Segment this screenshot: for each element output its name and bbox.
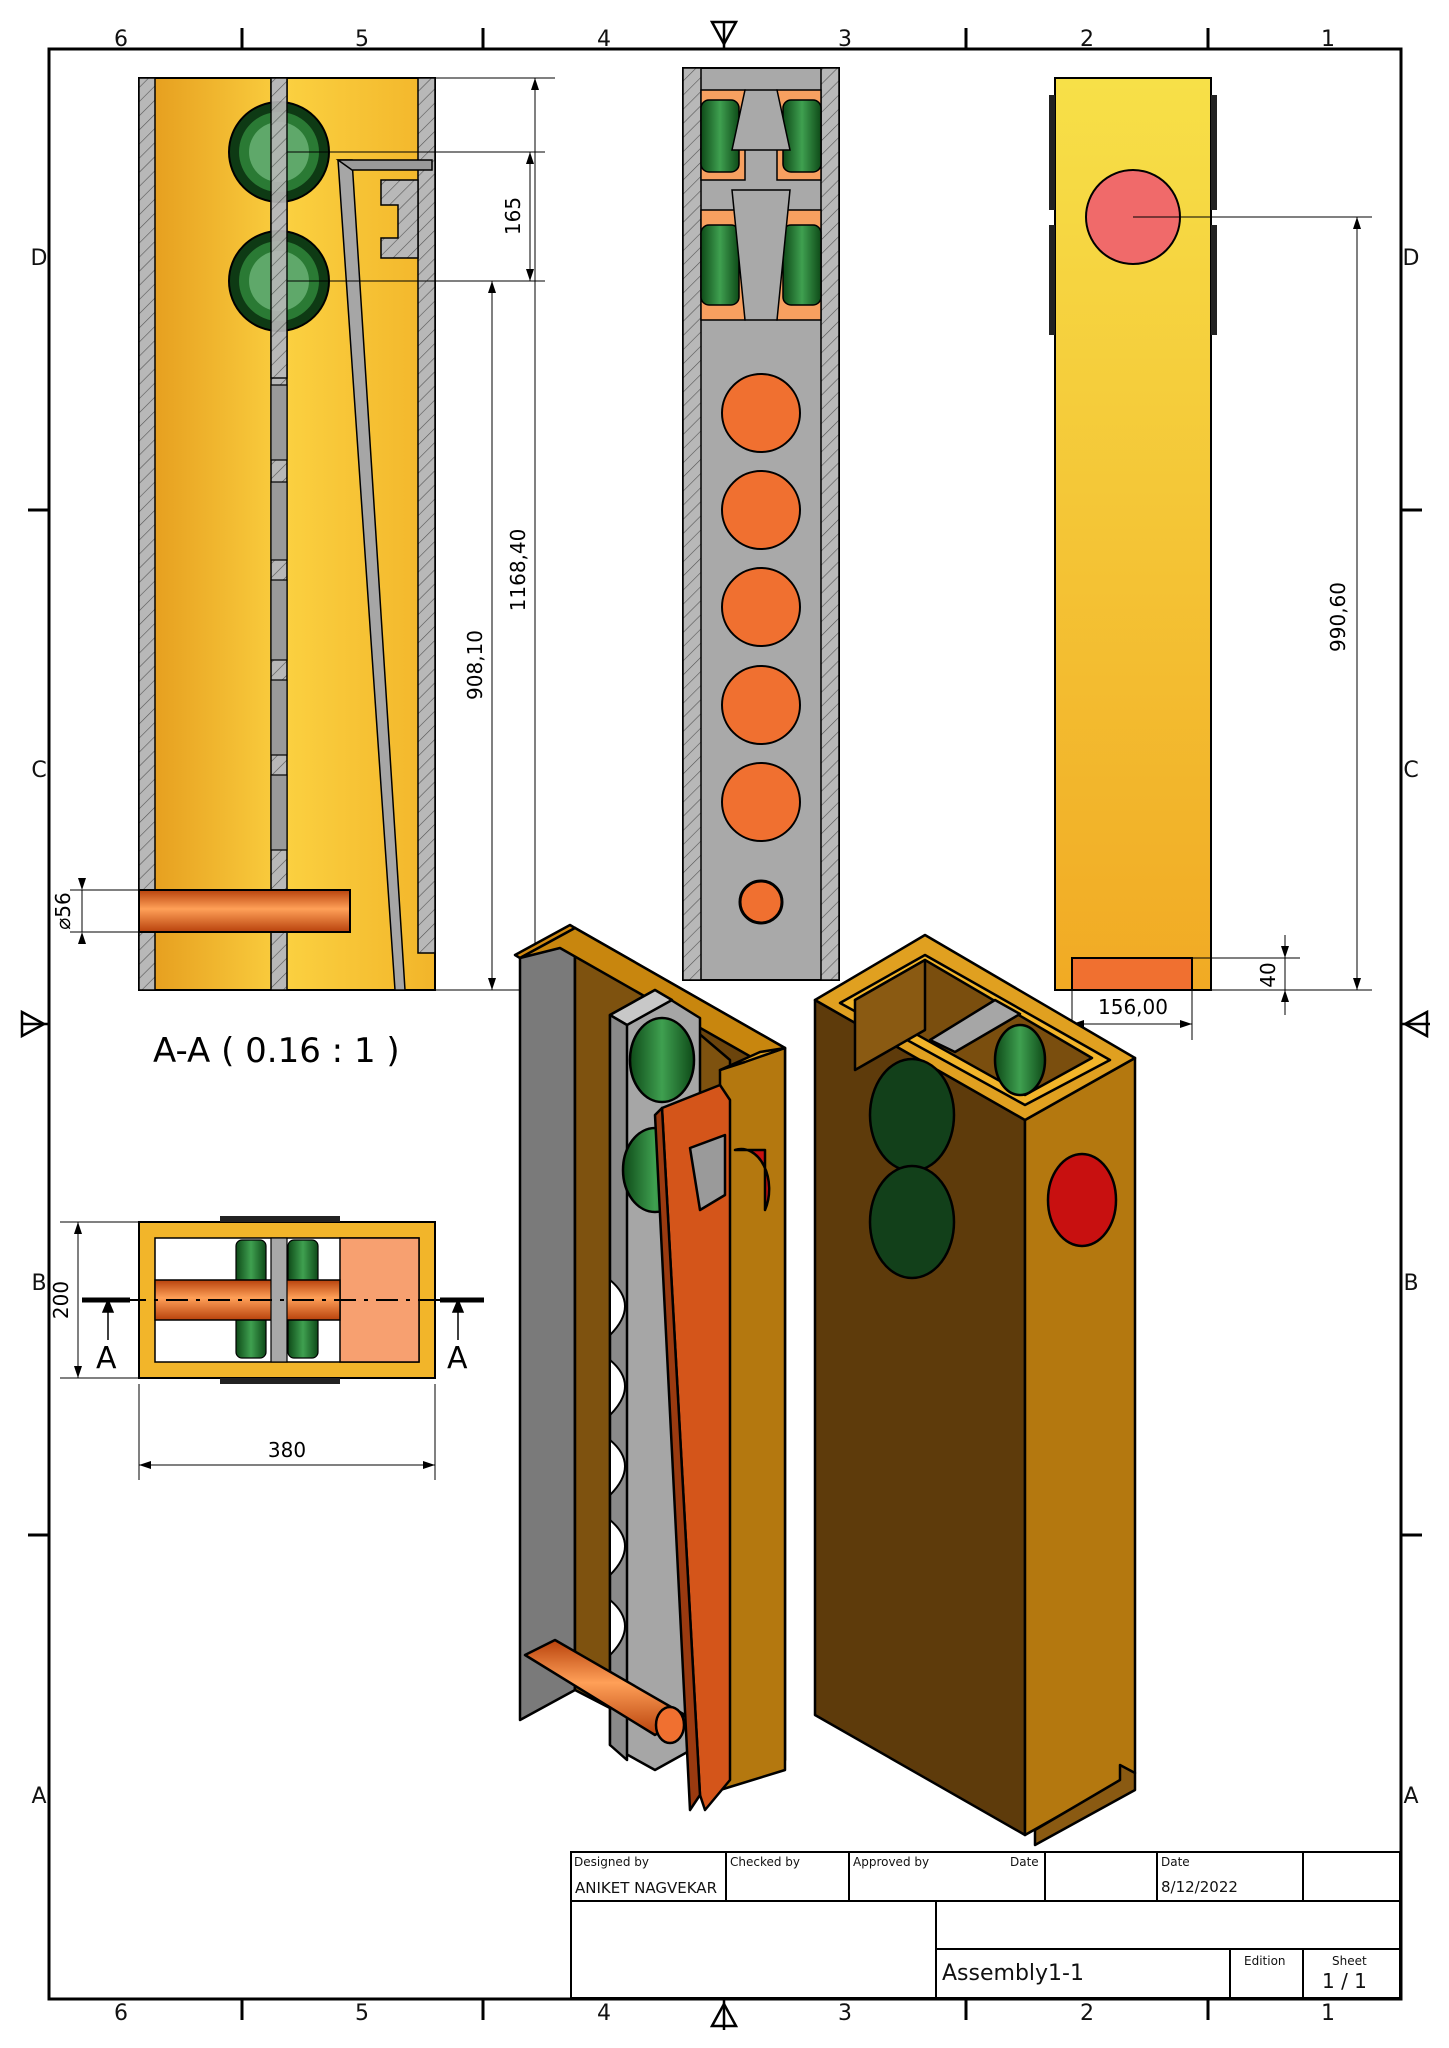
zone-bottom-3: 3 — [838, 2001, 852, 2026]
zone-bottom-5: 5 — [355, 2001, 369, 2026]
zone-left-C: C — [31, 758, 46, 783]
slot-3 — [721, 567, 801, 647]
slot-6 — [738, 879, 784, 925]
iso-hole-1 — [868, 1057, 956, 1173]
zone-bottom-4: 4 — [597, 2001, 611, 2026]
designed-by-value: ANIKET NAGVEKAR — [575, 1879, 717, 1897]
section-label: A-A ( 0.16 : 1 ) — [153, 1031, 400, 1071]
slot-5 — [721, 762, 801, 842]
designed-by-label: Designed by — [574, 1855, 649, 1869]
section-mark-left: A — [96, 1341, 117, 1376]
zone-top-5: 5 — [355, 27, 369, 52]
iso-closed-view — [813, 933, 1137, 1847]
dim-40: 40 — [1256, 962, 1280, 987]
slot-2 — [721, 470, 801, 550]
approved-by-label: Approved by — [853, 1855, 930, 1869]
slot-1 — [721, 373, 801, 453]
title-block-grid — [570, 1851, 1401, 1999]
edition-label: Edition — [1244, 1954, 1286, 1968]
section-view-aa: 165 908,10 1168,40 ⌀56 A-A ( 0.16 : 1 ) — [51, 77, 555, 1071]
iso-cutaway-view — [513, 923, 787, 1812]
zone-top-3: 3 — [838, 27, 852, 52]
zone-left-D: D — [31, 246, 48, 271]
zone-right-A: A — [1403, 1784, 1418, 1809]
zone-top-2: 2 — [1080, 27, 1094, 52]
zone-right-B: B — [1403, 1271, 1418, 1296]
side-bar-end — [1071, 957, 1193, 991]
zone-bottom-1: 1 — [1321, 2001, 1335, 2026]
zone-left-B: B — [31, 1271, 46, 1296]
dim-165: 165 — [501, 197, 525, 235]
dim-156: 156,00 — [1098, 995, 1168, 1019]
zone-top-1: 1 — [1321, 27, 1335, 52]
dim-990: 990,60 — [1326, 582, 1350, 652]
dim-380: 380 — [268, 1438, 306, 1462]
zone-right-C: C — [1403, 758, 1418, 783]
iso-hole-2 — [868, 1164, 956, 1280]
date-label-2: Date — [1161, 1855, 1190, 1869]
dim-200: 200 — [49, 1281, 73, 1319]
front-view — [682, 67, 840, 981]
iso-hole-side — [1046, 1152, 1118, 1248]
sheet-label: Sheet — [1332, 1954, 1367, 1968]
drawing-title: Assembly1-1 — [942, 1961, 1084, 1986]
section-mark-right: A — [447, 1341, 468, 1376]
dim-908: 908,10 — [463, 630, 487, 700]
border-frame: 6 5 4 3 2 1 6 5 4 3 2 1 D C B A D C B A — [20, 20, 1430, 2030]
dim-1168: 1168,40 — [506, 529, 530, 612]
dim-56: ⌀56 — [51, 892, 75, 930]
side-view: 990,60 40 156,00 — [1049, 77, 1372, 1040]
sheet-value: 1 / 1 — [1322, 1969, 1367, 1993]
checked-by-label: Checked by — [730, 1855, 801, 1869]
date-value: 8/12/2022 — [1161, 1878, 1238, 1896]
zone-top-4: 4 — [597, 27, 611, 52]
slot-4 — [721, 665, 801, 745]
title-block: Designed by ANIKET NAGVEKAR Checked by A… — [570, 1851, 1401, 1999]
zone-top-6: 6 — [114, 27, 128, 52]
top-view: A A 200 380 — [49, 1216, 484, 1480]
zone-bottom-2: 2 — [1080, 2001, 1094, 2026]
date-label-1: Date — [1010, 1855, 1039, 1869]
zone-left-A: A — [31, 1784, 46, 1809]
zone-right-D: D — [1403, 246, 1420, 271]
zone-bottom-6: 6 — [114, 2001, 128, 2026]
